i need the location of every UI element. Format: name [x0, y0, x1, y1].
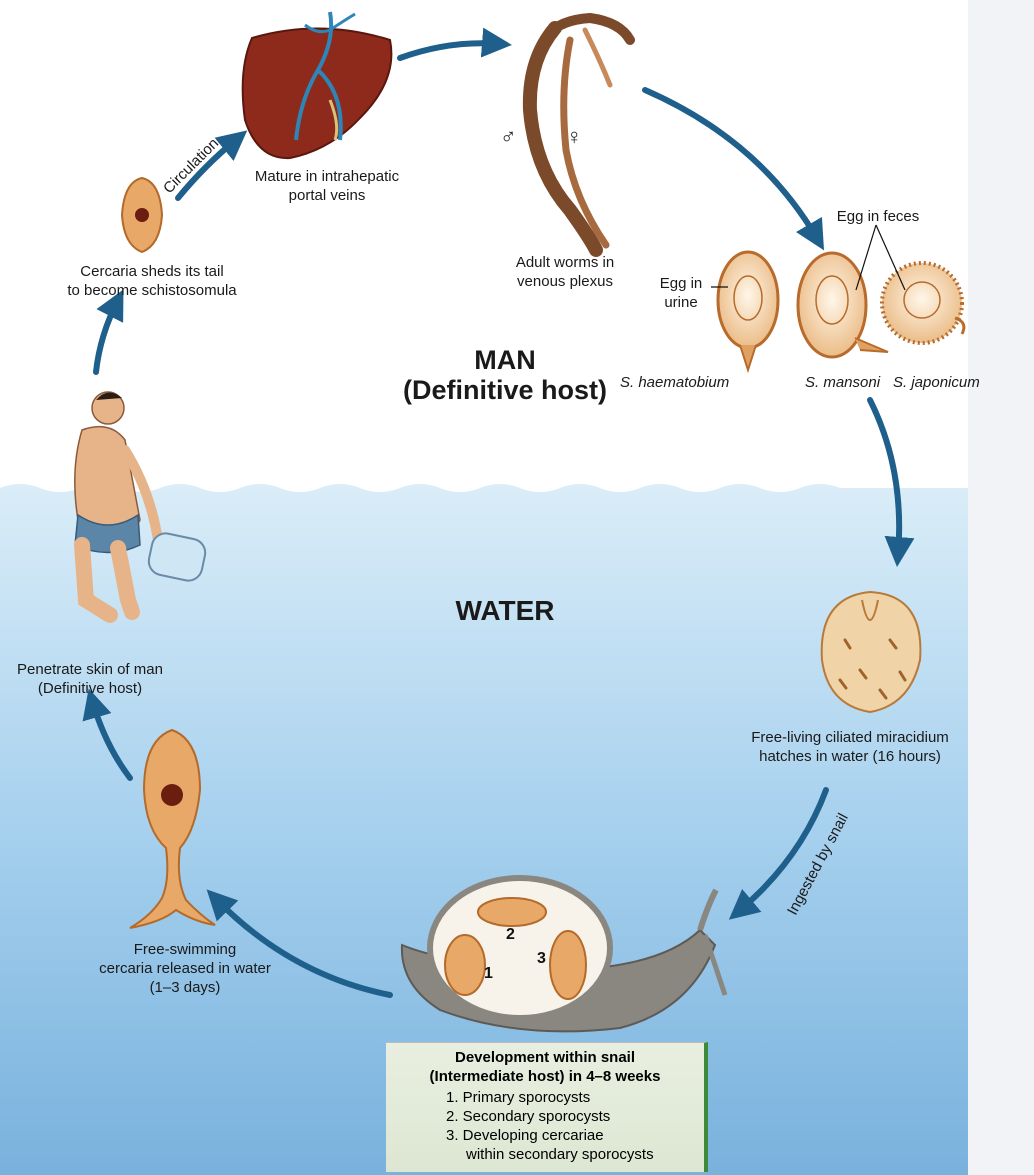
snail-stage-number-2: 2 — [506, 926, 515, 944]
schistosomula-label-line-1: Cercaria sheds its tail — [42, 262, 262, 281]
schistosomula-illustration — [122, 178, 162, 252]
penetrate-label-line-2: (Definitive host) — [0, 679, 180, 698]
adult-worms-label: Adult worms in venous plexus — [495, 253, 635, 291]
egg-in-feces-label: Egg in feces — [818, 207, 938, 226]
adult-worms-label-line-1: Adult worms in — [495, 253, 635, 272]
cercaria-released-line-1: Free-swimming — [80, 940, 290, 959]
development-heading-line-1: Development within snail — [386, 1048, 704, 1067]
development-heading-line-2: (Intermediate host) in 4–8 weeks — [386, 1067, 704, 1086]
egg-in-urine-line-1: Egg in — [648, 274, 714, 293]
miracidium-label: Free-living ciliated miracidium hatches … — [730, 728, 970, 766]
development-info-box: Development within snail (Intermediate h… — [386, 1042, 708, 1172]
egg-in-urine-label: Egg in urine — [648, 274, 714, 312]
species-japonicum: S. japonicum — [893, 374, 980, 391]
egg-haematobium — [718, 252, 778, 370]
development-item-2: 2. Secondary sporocysts — [386, 1107, 704, 1126]
snail-stage-number-1: 1 — [484, 965, 493, 983]
man-region-title: MAN (Definitive host) — [400, 345, 610, 405]
development-item-3-continued: within secondary sporocysts — [386, 1145, 704, 1164]
cercaria-released-label: Free-swimming cercaria released in water… — [80, 940, 290, 997]
liver-label: Mature in intrahepatic portal veins — [222, 167, 432, 205]
arrow-man-to-schistosomula — [96, 300, 118, 372]
adult-worms-label-line-2: venous plexus — [495, 272, 635, 291]
arrow-liver-to-worms — [400, 43, 500, 58]
species-mansoni: S. mansoni — [805, 374, 880, 391]
liver-label-line-1: Mature in intrahepatic — [222, 167, 432, 186]
egg-in-urine-line-2: urine — [648, 293, 714, 312]
miracidium-label-line-2: hatches in water (16 hours) — [730, 747, 970, 766]
schistosomula-label: Cercaria sheds its tail to become schist… — [42, 262, 262, 300]
liver-illustration — [243, 12, 392, 158]
arrow-worms-to-eggs — [645, 90, 818, 240]
water-region-title: WATER — [430, 595, 580, 627]
development-list: 1. Primary sporocysts 2. Secondary sporo… — [386, 1088, 704, 1164]
cercaria-released-line-3: (1–3 days) — [80, 978, 290, 997]
penetrate-label: Penetrate skin of man (Definitive host) — [0, 660, 180, 698]
male-symbol: ♂ — [500, 124, 517, 150]
man-subtitle: (Definitive host) — [400, 375, 610, 405]
cercaria-released-line-2: cercaria released in water — [80, 959, 290, 978]
species-haematobium: S. haematobium — [620, 374, 729, 391]
development-item-3: 3. Developing cercariae — [386, 1126, 704, 1145]
female-symbol: ♀ — [566, 124, 583, 150]
development-heading: Development within snail (Intermediate h… — [386, 1048, 704, 1086]
egg-mansoni — [798, 253, 888, 357]
snail-stage-number-3: 3 — [537, 950, 546, 968]
miracidium-label-line-1: Free-living ciliated miracidium — [730, 728, 970, 747]
man-title: MAN — [400, 345, 610, 375]
egg-japonicum — [882, 263, 964, 343]
penetrate-label-line-1: Penetrate skin of man — [0, 660, 180, 679]
liver-label-line-2: portal veins — [222, 186, 432, 205]
development-item-1: 1. Primary sporocysts — [386, 1088, 704, 1107]
schistosomula-label-line-2: to become schistosomula — [42, 281, 262, 300]
